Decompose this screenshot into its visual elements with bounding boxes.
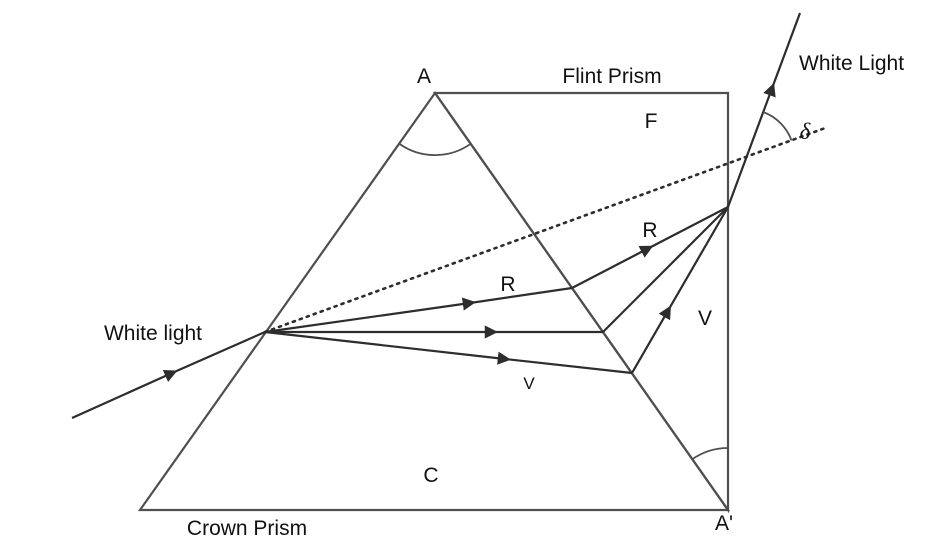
violet-ray-flint — [631, 206, 729, 374]
label-apex-a: A — [417, 65, 431, 88]
label-emergent-white-light: White Light — [799, 52, 904, 75]
incident-white-light-ray — [71, 330, 266, 420]
label-incident-white-light: White light — [104, 322, 202, 345]
apex-angle-arc — [398, 142, 472, 156]
red-ray-flint — [571, 206, 729, 289]
label-flint-prism: Flint Prism — [562, 65, 661, 88]
label-crown-prism: Crown Prism — [187, 517, 307, 540]
emergent-white-light-ray — [726, 12, 802, 208]
label-red-flint: R — [642, 219, 657, 242]
undeviated-reference-line — [263, 125, 830, 334]
violet-ray-crown — [264, 330, 633, 375]
flint-prism-outline — [432, 91, 730, 514]
label-violet-flint: V — [698, 307, 712, 330]
label-apex-a-prime: A' — [715, 512, 733, 535]
label-red-crown: R — [500, 273, 515, 296]
middle-ray-flint — [602, 206, 729, 333]
label-violet-crown: V — [523, 374, 535, 393]
label-delta: δ — [800, 119, 811, 144]
red-ray-crown — [264, 286, 573, 334]
label-flint-letter-f: F — [645, 110, 658, 133]
deviation-angle-arc — [762, 111, 793, 141]
label-crown-letter-c: C — [423, 464, 438, 487]
flint-base-angle-arc — [691, 447, 729, 460]
